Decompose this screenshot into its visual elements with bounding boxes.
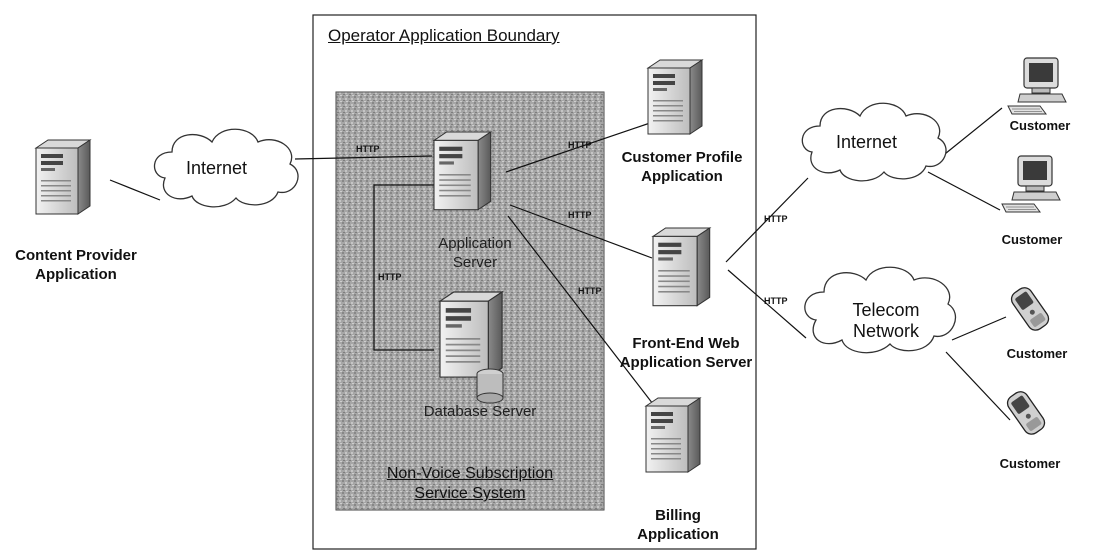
http-label: HTTP [356, 144, 380, 154]
database-server-label: Database Server [405, 402, 555, 421]
customer-profile-label-line1: Customer Profile [612, 148, 752, 167]
http-label: HTTP [764, 214, 788, 224]
subscription-system-title-line1: Non-Voice Subscription [336, 464, 604, 484]
front-end-label: Front-End Web Application Server [606, 334, 766, 372]
content-provider-label-line1: Content Provider [6, 246, 146, 265]
front-end-label-line2: Application Server [606, 353, 766, 372]
front-end-label-line1: Front-End Web [606, 334, 766, 353]
billing-server-icon [646, 398, 700, 472]
http-label: HTTP [764, 296, 788, 306]
customer-phone-icon [1008, 285, 1051, 334]
telecom-network-label: Telecom Network [846, 300, 926, 342]
http-label: HTTP [578, 286, 602, 296]
internet-right-label: Internet [836, 132, 897, 153]
billing-label-line1: Billing [628, 506, 728, 525]
content-provider-server-icon [36, 140, 90, 214]
customer-pc-icon [1002, 156, 1060, 212]
billing-label: Billing Application [628, 506, 728, 544]
application-server-label: Application Server [420, 234, 530, 272]
telecom-label-line2: Network [846, 321, 926, 342]
internet-left-label: Internet [186, 158, 247, 179]
customer-profile-server-icon [648, 60, 702, 134]
billing-label-line2: Application [628, 525, 728, 544]
customer-pc-icon [1008, 58, 1066, 114]
telecom-label-line1: Telecom [846, 300, 926, 321]
customer-phone-icon [1004, 389, 1047, 438]
application-server-label-line2: Server [420, 253, 530, 272]
application-server-icon [434, 132, 491, 210]
content-provider-label-line2: Application [6, 265, 146, 284]
subscription-system-title-line2: Service System [336, 484, 604, 504]
front-end-server-icon [653, 228, 710, 306]
http-label: HTTP [378, 272, 402, 282]
customer-label: Customer [992, 230, 1072, 249]
customer-profile-label-line2: Application [612, 167, 752, 186]
customer-label: Customer [997, 344, 1077, 363]
customer-label: Customer [990, 454, 1070, 473]
content-provider-label: Content Provider Application [6, 246, 146, 284]
http-label: HTTP [568, 140, 592, 150]
application-server-label-line1: Application [420, 234, 530, 253]
customer-profile-label: Customer Profile Application [612, 148, 752, 186]
subscription-system-title: Non-Voice Subscription Service System [336, 464, 604, 504]
customer-label: Customer [1000, 116, 1080, 135]
http-label: HTTP [568, 210, 592, 220]
operator-boundary-title: Operator Application Boundary [328, 26, 560, 46]
